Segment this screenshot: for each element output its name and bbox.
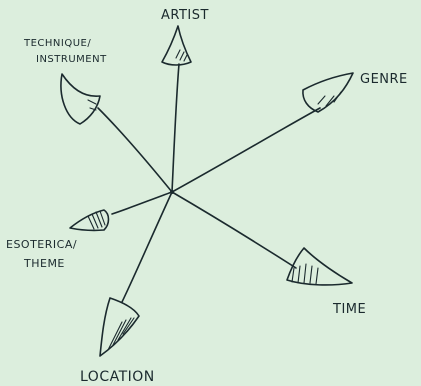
technique-label-line1: TECHNIQUE/ (23, 38, 91, 49)
axis-time-line (172, 192, 296, 268)
location-label: LOCATION (80, 369, 155, 385)
artist-cone-icon (162, 26, 191, 65)
axis-esoterica: ESOTERICA/ THEME (6, 192, 172, 270)
technique-label-line2: INSTRUMENT (36, 54, 107, 65)
esoterica-label-line1: ESOTERICA/ (6, 238, 77, 251)
axis-genre-line (172, 108, 320, 192)
axis-time: TIME (172, 192, 366, 317)
time-cone-icon (287, 248, 352, 285)
axis-location: LOCATION (80, 192, 172, 385)
axis-artist-line (172, 64, 179, 192)
genre-cone-icon (303, 73, 353, 112)
esoterica-label-line2: THEME (23, 257, 65, 270)
genre-label: GENRE (360, 72, 408, 87)
time-label: TIME (332, 302, 366, 317)
technique-cone-icon (61, 74, 100, 124)
axis-artist: ARTIST (161, 8, 209, 192)
axis-technique: TECHNIQUE/ INSTRUMENT (23, 38, 172, 192)
axis-technique-line (98, 108, 172, 192)
artist-label: ARTIST (161, 8, 209, 23)
axis-genre: GENRE (172, 72, 408, 192)
